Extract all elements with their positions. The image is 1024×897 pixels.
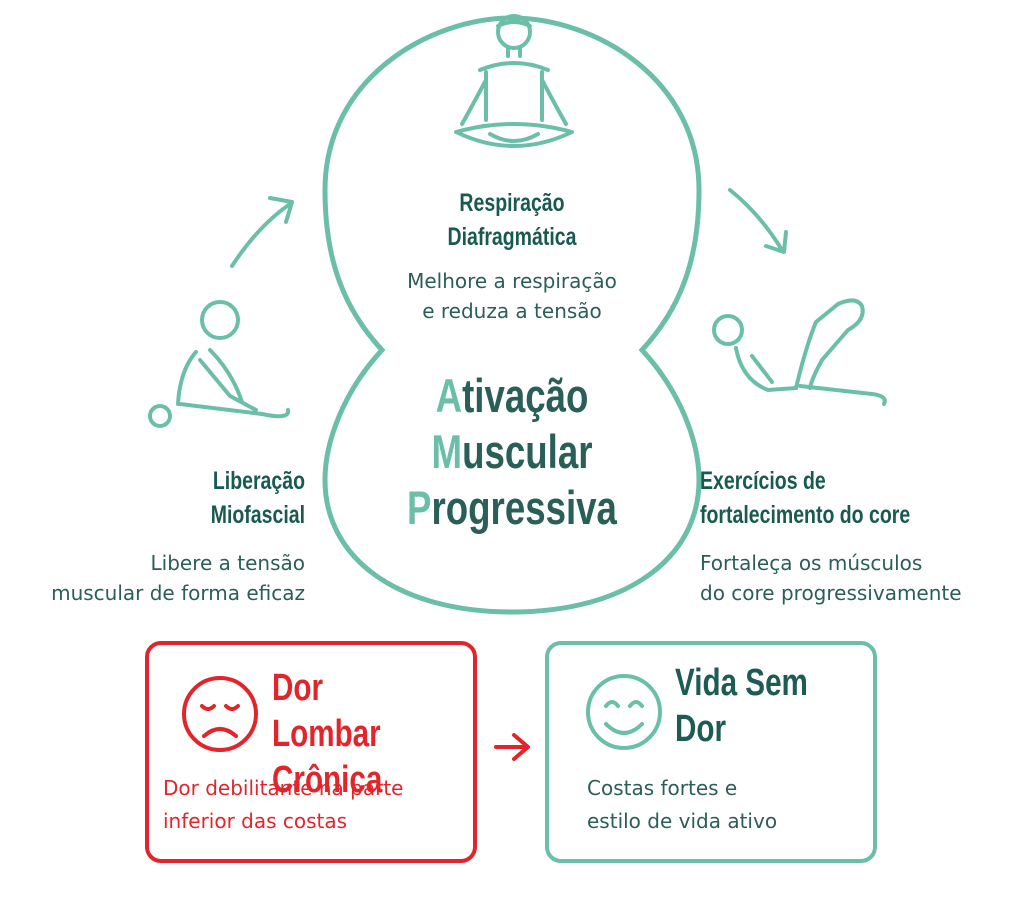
sad-face-icon: [182, 676, 258, 752]
center-initial-p: P: [407, 481, 432, 534]
respiration-title-line2: Diafragmática: [447, 223, 577, 251]
myofascial-release-icon: [148, 300, 291, 428]
myofascial-title: Liberação Miofascial: [149, 464, 305, 532]
center-initial-a: A: [435, 369, 463, 422]
core-title-line1: Exercícios de: [700, 467, 826, 495]
pain-title-line2: Crônica: [272, 759, 383, 801]
center-title: Ativação Muscular Progressiva: [395, 368, 629, 536]
myofascial-title-line2: Miofascial: [210, 501, 305, 529]
meditation-icon: [454, 14, 574, 148]
happy-face-icon: [586, 674, 662, 750]
pain-desc-line2: inferior das costas: [163, 809, 348, 833]
pain-title: Dor Lombar Crônica: [272, 665, 428, 803]
respiration-title: Respiração Diafragmática: [395, 186, 629, 254]
center-title-line1: Ativação: [395, 368, 629, 424]
respiration-description: Melhore a respiração e reduza a tensão: [362, 266, 662, 326]
pain-free-desc-line1: Costas fortes e: [587, 776, 738, 800]
myofascial-desc-line1: Libere a tensão: [150, 551, 306, 575]
center-word-rest-2: uscular: [462, 425, 593, 478]
center-title-line3: Progressiva: [395, 480, 629, 536]
core-desc-line1: Fortaleça os músculos: [700, 551, 923, 575]
pain-free-title-line2: Dor: [675, 708, 727, 750]
core-desc-line2: do core progressivamente: [700, 581, 962, 605]
myofascial-description: Libere a tensão muscular de forma eficaz: [0, 548, 305, 608]
pain-free-box: [545, 641, 877, 863]
core-title: Exercícios de fortalecimento do core: [700, 464, 950, 532]
pain-box: [145, 641, 477, 863]
center-outline: [322, 15, 702, 615]
respiration-title-line1: Respiração: [459, 189, 565, 217]
myofascial-title-line1: Liberação: [212, 467, 305, 495]
respiration-desc-line1: Melhore a respiração: [407, 269, 617, 293]
center-word-rest-1: tivação: [462, 369, 589, 422]
pain-free-title: Vida Sem Dor: [675, 660, 831, 752]
myofascial-desc-line2: muscular de forma eficaz: [51, 581, 305, 605]
cycle-arrow-left: [230, 196, 294, 268]
center-title-line2: Muscular: [395, 424, 629, 480]
core-description: Fortaleça os músculos do core progressiv…: [700, 548, 1024, 608]
pain-desc-line1: Dor debilitante na parte: [163, 776, 404, 800]
pain-description: Dor debilitante na parte inferior das co…: [163, 772, 473, 838]
transition-arrow-icon: [494, 733, 530, 761]
core-exercise-icon: [712, 298, 887, 406]
center-initial-m: M: [431, 425, 463, 478]
cycle-arrow-right: [728, 188, 788, 254]
center-word-rest-3: rogressiva: [431, 481, 617, 534]
pain-free-title-line1: Vida Sem: [675, 662, 808, 704]
pain-free-desc-line2: estilo de vida ativo: [587, 809, 778, 833]
respiration-desc-line2: e reduza a tensão: [422, 299, 602, 323]
pain-title-line1: Dor Lombar: [272, 667, 381, 755]
core-title-line2: fortalecimento do core: [700, 501, 911, 529]
pain-free-description: Costas fortes e estilo de vida ativo: [587, 772, 877, 838]
